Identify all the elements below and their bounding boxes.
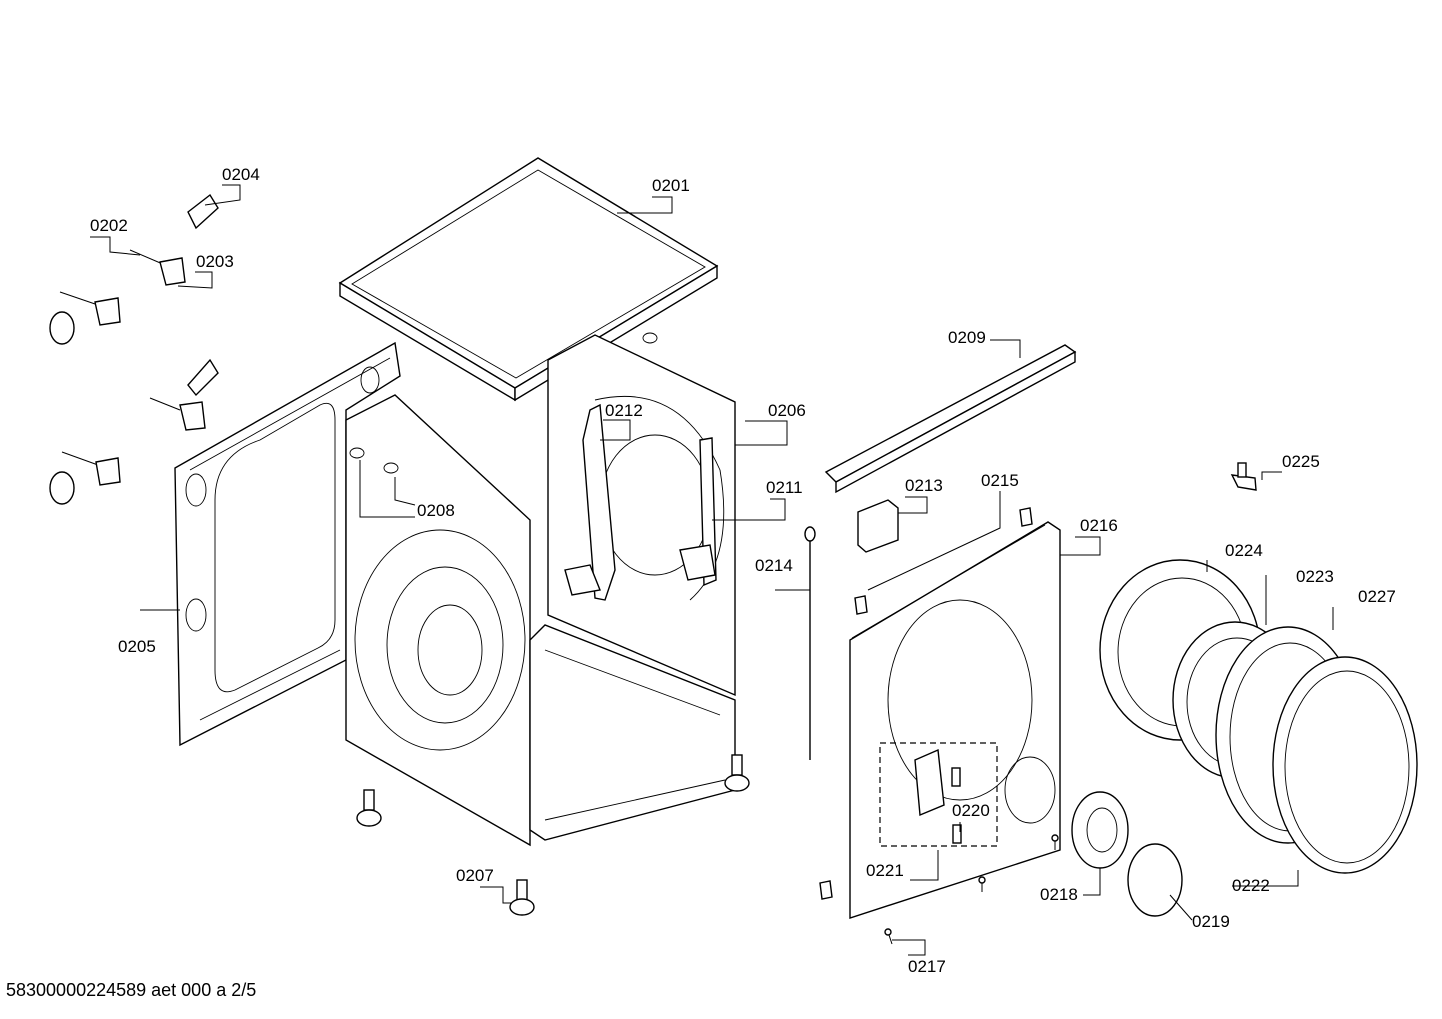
callout-0225: 0225 xyxy=(1282,452,1320,471)
foot-part[interactable] xyxy=(724,754,750,792)
damper-bracket-part[interactable] xyxy=(187,193,219,397)
callout-0201: 0201 xyxy=(652,176,690,195)
module-0213-part[interactable] xyxy=(857,499,899,553)
rear-panel-part[interactable] xyxy=(174,341,401,747)
service-cover-part[interactable] xyxy=(1127,843,1183,917)
callout-0219: 0219 xyxy=(1192,912,1230,931)
foot-part[interactable] xyxy=(509,879,535,916)
door-lock-part[interactable] xyxy=(914,748,962,844)
callout-0203: 0203 xyxy=(196,252,234,271)
rod-0214-part[interactable] xyxy=(804,526,816,760)
callout-0206: 0206 xyxy=(768,401,806,420)
filter-housing-part[interactable] xyxy=(1071,791,1129,869)
callout-0209: 0209 xyxy=(948,328,986,347)
callout-0216: 0216 xyxy=(1080,516,1118,535)
callout-0224: 0224 xyxy=(1225,541,1263,560)
callout-0221: 0221 xyxy=(866,861,904,880)
drawing-id-footer: 58300000224589 aet 000 a 2/5 xyxy=(6,980,257,1000)
callout-0223: 0223 xyxy=(1296,567,1334,586)
foot-part[interactable] xyxy=(356,789,382,827)
callout-0215: 0215 xyxy=(981,471,1019,490)
callout-0205: 0205 xyxy=(118,637,156,656)
callout-0214: 0214 xyxy=(755,556,793,575)
clip-part[interactable] xyxy=(819,507,1033,900)
door-ring-0222-part[interactable] xyxy=(1272,656,1418,874)
callout-0220: 0220 xyxy=(952,801,990,820)
leader-lines xyxy=(90,184,1334,956)
callout-0202: 0202 xyxy=(90,216,128,235)
front-panel-part[interactable] xyxy=(849,521,1061,919)
callout-0208: 0208 xyxy=(417,501,455,520)
callout-0218: 0218 xyxy=(1040,885,1078,904)
callout-0227: 0227 xyxy=(1358,587,1396,606)
handle-0225-part[interactable] xyxy=(1230,462,1257,491)
damper-pin-part[interactable] xyxy=(59,249,206,486)
callout-0212: 0212 xyxy=(605,401,643,420)
callout-0222: 0222 xyxy=(1232,876,1270,895)
side-panel-part[interactable] xyxy=(345,394,531,847)
screw-part[interactable] xyxy=(884,834,1059,945)
damper-cap-part[interactable] xyxy=(49,311,75,505)
callout-0204: 0204 xyxy=(222,165,260,184)
callout-0207: 0207 xyxy=(456,866,494,885)
callout-0211: 0211 xyxy=(766,478,803,497)
bracket-0211-part[interactable] xyxy=(679,437,717,587)
callout-0217: 0217 xyxy=(908,957,946,976)
callout-labels: 0204 0202 0203 0201 0209 0212 0206 0211 … xyxy=(90,165,1396,976)
bracket-0212-part[interactable] xyxy=(564,403,616,601)
callout-0213: 0213 xyxy=(905,476,943,495)
top-rail-part[interactable] xyxy=(824,344,1077,494)
